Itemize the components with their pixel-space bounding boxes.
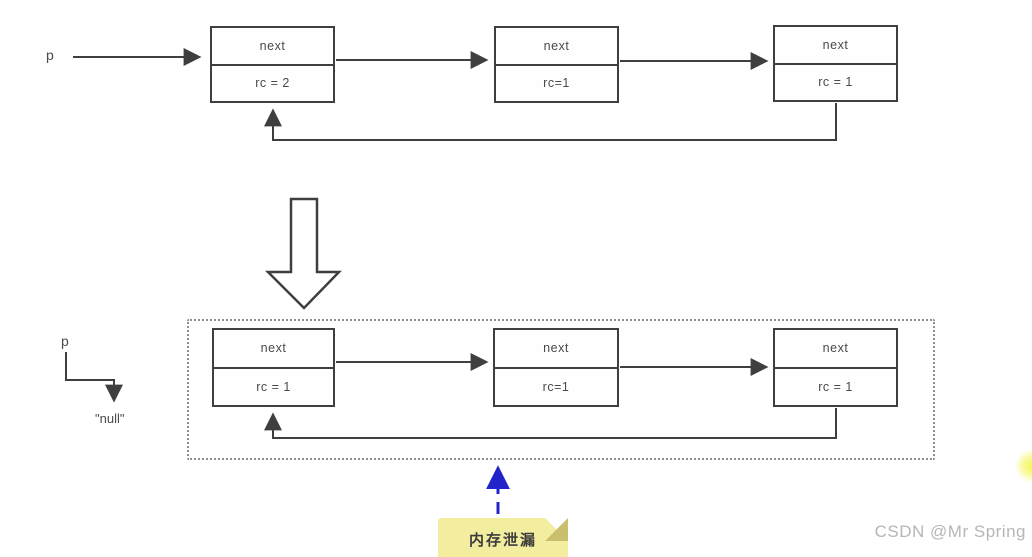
note-fold-corner-icon	[545, 518, 568, 541]
bottom-node-2: next rc=1	[493, 328, 619, 407]
top-node-2-next-field: next	[543, 38, 570, 53]
bottom-node-3: next rc = 1	[773, 328, 898, 407]
top-node-1-rc-field: rc = 2	[212, 63, 333, 102]
top-node-2-rc-field: rc=1	[496, 63, 617, 102]
bottom-node-3-rc-field: rc = 1	[775, 366, 896, 406]
transform-down-arrow-icon	[264, 197, 342, 310]
top-node-3-next-field: next	[822, 37, 849, 52]
bottom-node-3-next-field: next	[822, 341, 849, 356]
top-node-1: next rc = 2	[210, 26, 335, 103]
top-node-1-next-field: next	[259, 38, 286, 53]
top-node-3: next rc = 1	[773, 25, 898, 102]
yellow-glow	[1015, 449, 1032, 483]
leaked-memory-region	[187, 319, 935, 460]
bottom-node-2-rc-field: rc=1	[495, 366, 617, 406]
top-node-2: next rc=1	[494, 26, 619, 103]
null-label: "null"	[95, 411, 125, 426]
top-back-edge-arrow	[264, 103, 837, 141]
bottom-node-1-rc-field: rc = 1	[214, 366, 333, 406]
bottom-pointer-label: p	[61, 333, 69, 349]
top-node-3-rc-field: rc = 1	[775, 62, 896, 101]
memory-leak-note-label: 内存泄漏	[468, 532, 537, 549]
top-pointer-label: p	[46, 47, 54, 63]
bottom-node-1-next-field: next	[260, 341, 287, 356]
bottom-node-2-next-field: next	[543, 341, 569, 356]
bottom-back-edge-arrow	[264, 408, 837, 439]
bottom-node-1: next rc = 1	[212, 328, 335, 407]
watermark: CSDN @Mr Spring	[874, 522, 1026, 541]
bottom-pointer-null-arrow	[65, 352, 123, 403]
